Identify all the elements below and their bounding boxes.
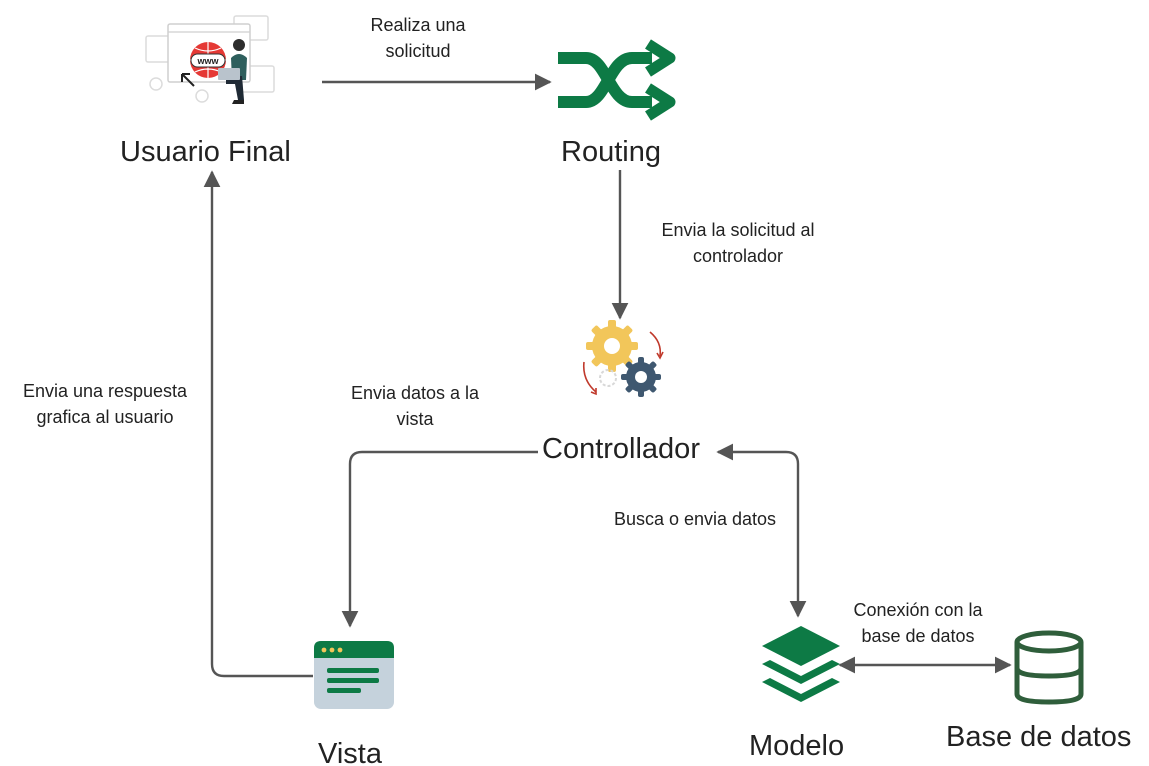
edge-label-line: grafica al usuario xyxy=(36,407,174,427)
shuffle-icon xyxy=(552,38,676,122)
edge-label-line: Realiza una xyxy=(370,15,466,35)
arrow-controlador-to-vista xyxy=(341,450,538,628)
edge-label-line: Envia datos a la xyxy=(350,383,480,403)
www-badge: www xyxy=(196,56,219,66)
edge-label-line: Envia la solicitud al xyxy=(661,220,815,240)
edge-label-line: solicitud xyxy=(385,41,451,61)
gears-icon xyxy=(574,318,670,402)
edge-label-busca-datos: Busca o envia datos xyxy=(592,506,798,532)
edge-label-respuesta: Envia una respuesta grafica al usuario xyxy=(2,378,208,430)
edge-label-line: Conexión con la xyxy=(853,600,983,620)
modelo-label: Modelo xyxy=(749,730,845,762)
arrow-controlador-modelo xyxy=(716,443,807,618)
arrow-vista-to-usuario xyxy=(203,170,313,678)
layers-icon xyxy=(758,622,844,708)
vista-label: Vista xyxy=(318,738,382,766)
usuario-final-label: Usuario Final xyxy=(120,136,291,168)
edge-label-line: base de datos xyxy=(861,626,975,646)
edge-label-conexion: Conexión con la base de datos xyxy=(834,597,1002,649)
edge-label-envia-vista: Envia datos a la vista xyxy=(330,380,500,432)
edge-label-line: Envia una respuesta xyxy=(22,381,188,401)
database-icon xyxy=(1012,630,1086,706)
edge-label-envia-controlador: Envia la solicitud al controlador xyxy=(638,217,838,269)
controlador-label: Controllador xyxy=(542,433,700,465)
routing-label: Routing xyxy=(561,136,661,168)
person-with-laptop-illustration: www xyxy=(138,14,278,114)
edge-label-line: Busca o envia datos xyxy=(613,509,777,529)
base-datos-label: Base de datos xyxy=(946,721,1132,753)
browser-window-icon xyxy=(313,640,395,710)
edge-label-line: controlador xyxy=(692,246,784,266)
edge-label-line: vista xyxy=(396,409,434,429)
edge-label-solicitud: Realiza una solicitud xyxy=(348,12,488,64)
